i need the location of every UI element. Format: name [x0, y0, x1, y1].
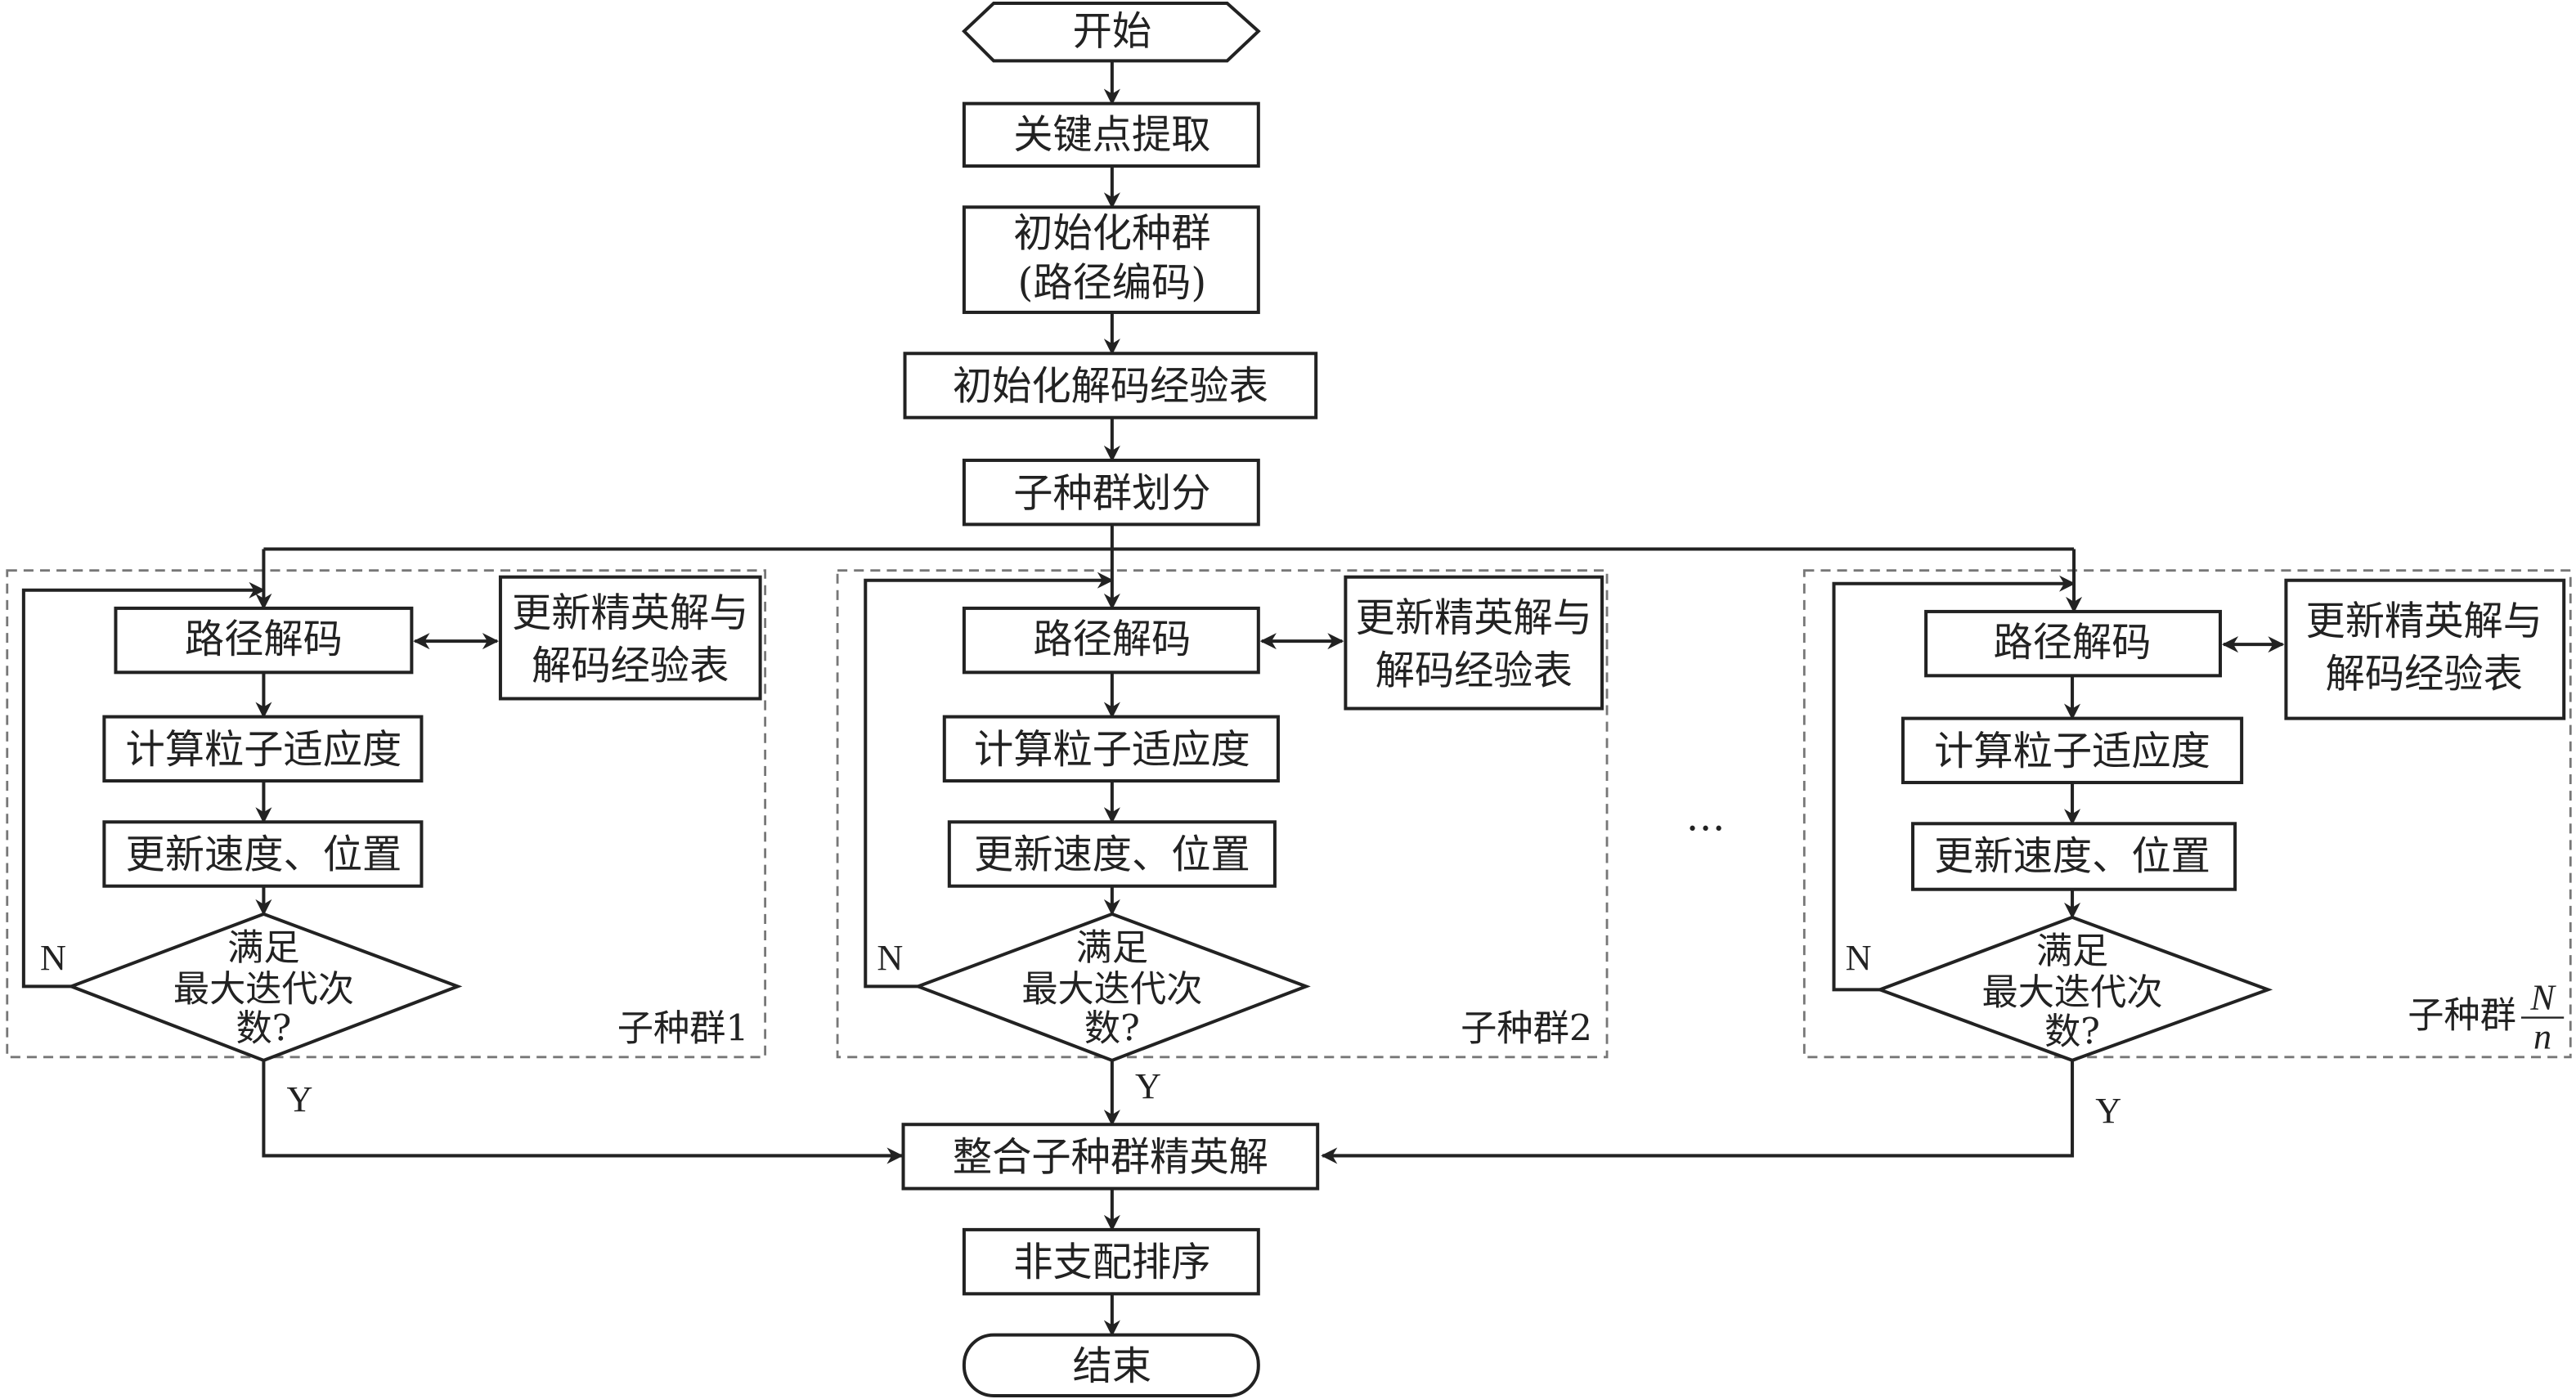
split-label: 子种群划分: [1013, 470, 1210, 516]
cond-line1: 满足: [2036, 930, 2108, 972]
subpopulation-n: 路径解码 更新精英解与 解码经验表 计算粒子适应度 更新速度、位置 满足 最大迭…: [1321, 549, 2572, 1164]
yes-label: Y: [287, 1079, 313, 1119]
init-pop-line2: (路径编码): [1018, 260, 1207, 306]
subpopulation-frame: [836, 569, 1609, 1059]
fitness-label: 计算粒子适应度: [974, 727, 1250, 773]
fraction-numerator: N: [2529, 977, 2556, 1017]
keypoint-node: 关键点提取: [962, 101, 1260, 168]
keypoint-label: 关键点提取: [1013, 112, 1210, 158]
no-label: N: [877, 938, 903, 978]
decode-box: [114, 606, 414, 675]
fitness-box: [942, 715, 1280, 783]
merge-label: 整合子种群精英解: [953, 1135, 1268, 1181]
fraction-denominator: n: [2533, 1017, 2551, 1057]
update-elite-line1: 更新精英解与: [2306, 599, 2543, 644]
no-label: N: [1846, 938, 1872, 978]
init-population-node: 初始化种群 (路径编码): [962, 205, 1260, 315]
no-loop-arrow: [21, 581, 266, 989]
update-velocity-label: 更新速度、位置: [974, 832, 1250, 878]
fitness-label: 计算粒子适应度: [1934, 729, 2210, 774]
init-pop-line1: 初始化种群: [1013, 211, 1210, 257]
cond-line2: 最大迭代次: [1981, 971, 2162, 1013]
decode-box: [1924, 609, 2223, 678]
fitness-box: [1901, 716, 2244, 785]
update-velocity-box: [102, 820, 424, 888]
subpopulation-label: 子种群: [2408, 995, 2516, 1037]
update-elite-line2: 解码经验表: [532, 643, 729, 688]
update-velocity-label: 更新速度、位置: [1934, 834, 2210, 880]
no-label: N: [40, 938, 66, 978]
update-elite-line1: 更新精英解与: [1355, 595, 1591, 641]
subpopulation-label: 子种群1: [617, 1008, 749, 1050]
cond-line1: 满足: [1076, 927, 1148, 969]
merge-node: 整合子种群精英解: [901, 1123, 1320, 1190]
cond-line2: 最大迭代次: [173, 968, 354, 1010]
yes-arrow: [1321, 1060, 2075, 1164]
subpopulation-frame: [6, 569, 767, 1059]
update-velocity-box: [1911, 822, 2237, 891]
decode-label: 路径解码: [1033, 617, 1191, 662]
update-elite-box: [1344, 575, 1604, 711]
ellipsis: …: [1686, 794, 1726, 840]
split-node: 子种群划分: [962, 458, 1260, 527]
subpopulation-1: 路径解码 更新精英解与 解码经验表 计算粒子适应度 更新速度、位置 满足 最大迭…: [6, 549, 904, 1164]
update-elite-box: [498, 575, 762, 701]
fitness-box: [102, 715, 424, 783]
subpopulation-label: 子种群2: [1461, 1008, 1592, 1050]
cond-line3: 数?: [2044, 1011, 2100, 1053]
no-loop-arrow: [1832, 575, 2076, 992]
cond-line3: 数?: [236, 1008, 291, 1050]
cond-line1: 满足: [227, 927, 299, 969]
update-elite-line2: 解码经验表: [2326, 651, 2523, 697]
no-loop-arrow: [864, 572, 1114, 989]
init-table-label: 初始化解码经验表: [953, 364, 1268, 410]
subpopulation-2: 路径解码 更新精英解与 解码经验表 计算粒子适应度 更新速度、位置 满足 最大迭…: [836, 549, 1609, 1127]
yes-label: Y: [1135, 1066, 1161, 1106]
end-node: 结束: [962, 1333, 1260, 1397]
end-label: 结束: [1073, 1343, 1152, 1389]
sort-node: 非支配排序: [962, 1227, 1260, 1296]
decode-label: 路径解码: [185, 617, 343, 662]
update-elite-box: [2284, 578, 2566, 720]
update-velocity-label: 更新速度、位置: [126, 832, 402, 878]
update-velocity-box: [947, 820, 1277, 888]
start-node: 开始: [962, 2, 1261, 63]
cond-line3: 数?: [1084, 1008, 1140, 1050]
decode-label: 路径解码: [1994, 620, 2152, 666]
fitness-label: 计算粒子适应度: [126, 727, 402, 773]
update-elite-line2: 解码经验表: [1376, 648, 1573, 693]
cond-line2: 最大迭代次: [1021, 968, 1202, 1010]
update-elite-line1: 更新精英解与: [512, 590, 749, 636]
start-label: 开始: [1073, 8, 1152, 54]
yes-arrow: [262, 1060, 904, 1164]
sort-label: 非支配排序: [1013, 1240, 1210, 1285]
yes-label: Y: [2095, 1091, 2121, 1131]
subpopulation-frame: [1802, 569, 2572, 1059]
init-table-node: 初始化解码经验表: [903, 352, 1318, 419]
decode-box: [962, 606, 1260, 675]
